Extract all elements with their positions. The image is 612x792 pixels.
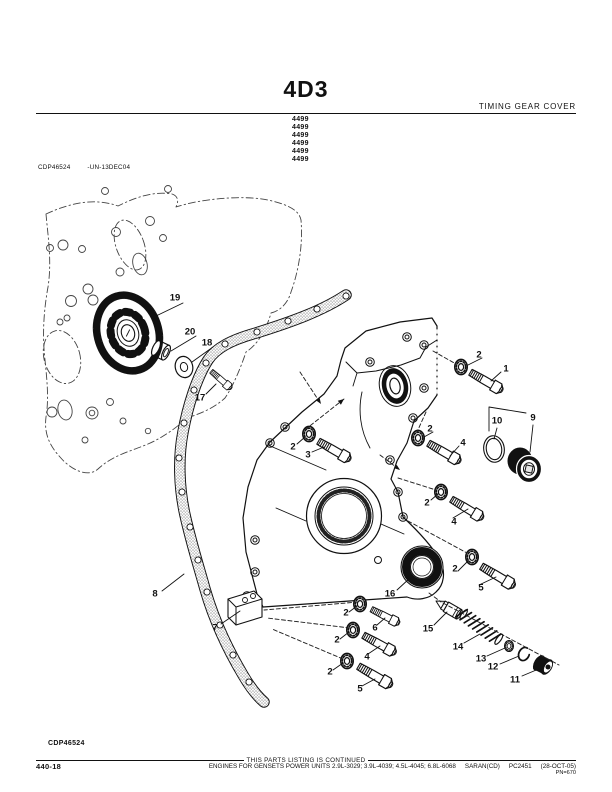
footer-brand: SARAN(CD) (464, 763, 500, 770)
callout-17: 17 (194, 392, 206, 404)
footer-image-code: CDP46524 (48, 740, 85, 747)
callout-6: 6 (372, 622, 378, 634)
callout-11: 11 (509, 674, 521, 686)
callout-12: 12 (487, 661, 499, 673)
front-seal (400, 545, 444, 589)
callout-18: 18 (201, 337, 213, 349)
footer-listing-row: ENGINES FOR GENSETS POWER UNITS 2.9L-302… (209, 763, 576, 770)
footer-rule-right (368, 760, 576, 761)
callout-8: 8 (152, 588, 158, 600)
callout-1: 1 (503, 363, 509, 375)
header-rule (36, 113, 576, 114)
footer-date: (28-OCT-05) (540, 763, 576, 770)
page-number: 440-18 (36, 762, 62, 771)
callout-2: 2 (427, 423, 433, 435)
gear-washer (174, 355, 194, 379)
callout-15: 15 (422, 623, 434, 635)
callout-2: 2 (334, 634, 340, 646)
footer-rule-left (36, 760, 244, 761)
figure-number: 4499 (292, 140, 309, 147)
image-credit: CDP46524 -UN-13DEC04 (38, 164, 130, 171)
footer-pn: PN=670 (555, 770, 576, 776)
cover-plug (507, 447, 543, 484)
continued-row: THIS PARTS LISTING IS CONTINUED (36, 757, 576, 764)
gear-spacer (150, 340, 172, 361)
image-credit-ref: -UN-13DEC04 (87, 164, 131, 171)
cover-foot (227, 590, 263, 626)
callout-2: 2 (476, 349, 482, 361)
footer-listing-text: ENGINES FOR GENSETS POWER UNITS 2.9L-302… (208, 763, 456, 770)
callout-2: 2 (452, 563, 458, 575)
callout-2: 2 (424, 497, 430, 509)
callout-14: 14 (452, 641, 464, 653)
leader-lines (155, 302, 542, 687)
figure-number: 4499 (292, 156, 309, 163)
engine-block-holes (46, 185, 172, 444)
figure-number: 4499 (292, 148, 309, 155)
idler-gear (92, 291, 164, 375)
callout-13: 13 (475, 653, 487, 665)
continued-note: THIS PARTS LISTING IS CONTINUED (246, 757, 366, 764)
engine-block-outline (42, 192, 302, 474)
callout-4: 4 (451, 516, 457, 528)
callout-19: 19 (169, 292, 181, 304)
callout-20: 20 (184, 326, 196, 338)
callout-9: 9 (530, 412, 536, 424)
callout-7: 7 (212, 622, 218, 634)
plug-o-ring (483, 435, 505, 463)
callout-5: 5 (357, 683, 363, 695)
callout-3: 3 (305, 449, 311, 461)
section-title: TIMING GEAR COVER (478, 102, 576, 111)
assembly-lines (263, 350, 560, 666)
assembly-arrows (315, 397, 400, 470)
image-credit-code: CDP46524 (38, 164, 71, 171)
callout-5: 5 (478, 582, 484, 594)
callout-4: 4 (460, 437, 466, 449)
callout-2: 2 (343, 607, 349, 619)
footer-catalog-number: PC2451 (508, 763, 532, 770)
callout-2: 2 (290, 441, 296, 453)
figure-number: 4499 (292, 116, 309, 123)
section-code: 4D3 (283, 76, 329, 102)
callout-10: 10 (491, 415, 503, 427)
callout-16: 16 (384, 588, 396, 600)
figure-number: 4499 (292, 132, 309, 139)
callout-4: 4 (364, 651, 370, 663)
cover-gasket (174, 289, 352, 708)
callout-2: 2 (327, 666, 333, 678)
figure-number: 4499 (292, 124, 309, 131)
